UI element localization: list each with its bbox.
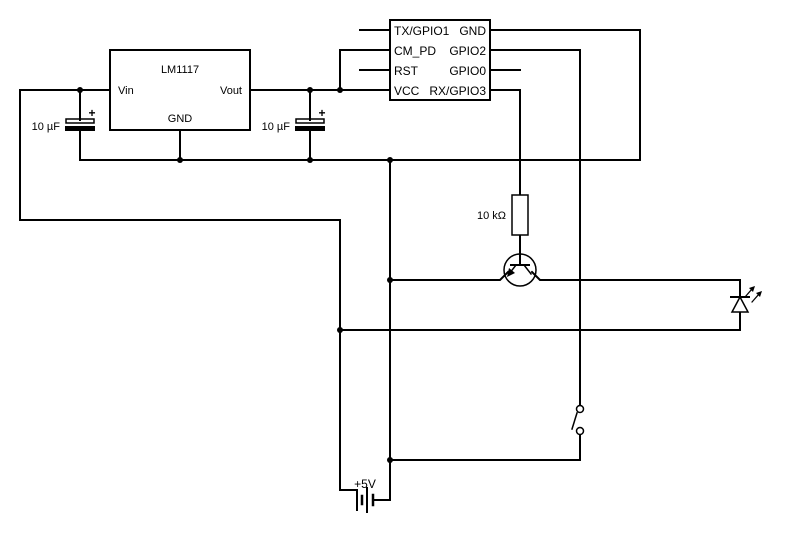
regulator-pin-gnd: GND bbox=[168, 113, 193, 125]
junction-dot bbox=[387, 157, 393, 163]
module-pin-gnd: GND bbox=[459, 24, 486, 38]
led bbox=[730, 286, 762, 313]
led-emission-arrowhead bbox=[756, 291, 762, 297]
wire-chpd-vcc bbox=[339, 49, 391, 91]
module-pin-vcc: VCC bbox=[394, 84, 420, 98]
transistor-circle bbox=[503, 253, 537, 287]
module-pin-rst: RST bbox=[394, 64, 419, 78]
npn-transistor bbox=[503, 253, 537, 287]
led-emission-arrow bbox=[744, 288, 753, 298]
junction-dot bbox=[307, 87, 313, 93]
regulator-body bbox=[109, 49, 251, 131]
junction-dot bbox=[337, 87, 343, 93]
module-pin-rx: RX/GPIO3 bbox=[429, 84, 486, 98]
switch-contact-top bbox=[575, 404, 585, 414]
push-switch bbox=[571, 404, 585, 436]
regulator-name: LM1117 bbox=[161, 64, 199, 76]
junction-dot bbox=[307, 157, 313, 163]
output-capacitor: + 10 µF bbox=[262, 106, 326, 133]
switch-contact-bottom bbox=[575, 426, 585, 436]
wire-vin-input bbox=[19, 89, 356, 491]
led-emission-arrow bbox=[751, 293, 760, 303]
module-body bbox=[389, 19, 491, 101]
wire-rx-resistor bbox=[489, 89, 521, 196]
battery-label: +5V bbox=[354, 477, 376, 491]
wire-gpio2-switch bbox=[489, 49, 581, 410]
resistor-value: 10 kΩ bbox=[477, 210, 506, 222]
junction-dot bbox=[337, 327, 343, 333]
wire-emitter-ground bbox=[389, 270, 510, 281]
wire-collector-led bbox=[530, 270, 741, 296]
input-capacitor: + 10 µF bbox=[32, 106, 96, 133]
module-pin-gpio0: GPIO0 bbox=[449, 64, 486, 78]
wire-led-supply bbox=[339, 312, 741, 331]
wifi-module: TX/GPIO1 CM_PD RST VCC GND GPIO2 GPIO0 R… bbox=[389, 19, 491, 101]
junction-dot bbox=[387, 457, 393, 463]
wire-ground-vertical bbox=[374, 159, 391, 501]
capacitor-plate-positive bbox=[65, 118, 95, 124]
resistor-body bbox=[511, 194, 529, 236]
junctions bbox=[77, 87, 393, 463]
capacitor-plate-positive bbox=[295, 118, 325, 124]
led-emission-arrowhead bbox=[749, 286, 755, 292]
voltage-regulator: LM1117 Vin Vout GND bbox=[109, 49, 251, 131]
resistor: 10 kΩ bbox=[477, 194, 529, 236]
junction-dot bbox=[177, 157, 183, 163]
module-pin-tx: TX/GPIO1 bbox=[394, 24, 450, 38]
capacitor-plate-negative bbox=[295, 126, 325, 131]
capacitor-polarity-mark: + bbox=[88, 106, 95, 120]
output-capacitor-value: 10 µF bbox=[262, 121, 291, 133]
regulator-pin-vout: Vout bbox=[220, 85, 242, 97]
wire-ground-bus bbox=[79, 29, 641, 161]
wires bbox=[19, 29, 741, 501]
junction-dot bbox=[387, 277, 393, 283]
transistor-emitter-arrow bbox=[507, 268, 515, 277]
capacitor-plate-negative bbox=[65, 126, 95, 131]
regulator-pin-vin: Vin bbox=[118, 85, 134, 97]
module-pin-chpd: CM_PD bbox=[394, 44, 436, 58]
transistor-collector-leg bbox=[522, 263, 533, 276]
led-triangle bbox=[730, 295, 750, 313]
switch-lever bbox=[571, 412, 578, 430]
junction-dot bbox=[77, 87, 83, 93]
module-pin-gpio2: GPIO2 bbox=[449, 44, 486, 58]
battery: +5V bbox=[354, 477, 376, 513]
capacitor-polarity-mark: + bbox=[318, 106, 325, 120]
input-capacitor-value: 10 µF bbox=[32, 121, 61, 133]
